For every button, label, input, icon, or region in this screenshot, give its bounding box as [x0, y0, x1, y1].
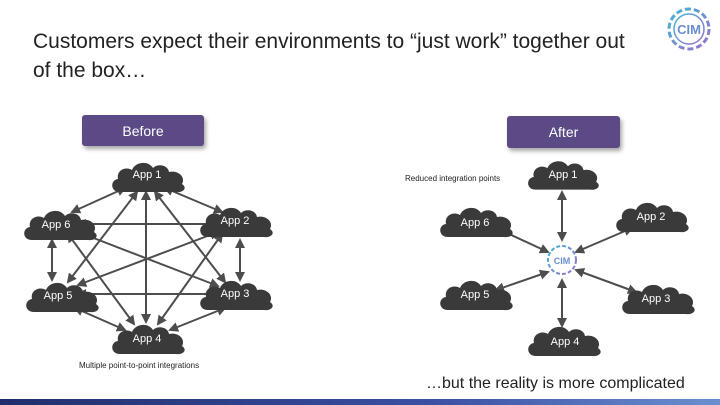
- after-app-6: App 6: [440, 207, 513, 238]
- after-caption: Reduced integration points: [405, 174, 501, 183]
- app-label: App 3: [642, 293, 671, 305]
- cim-logo-icon: CIM: [667, 7, 711, 51]
- app-label: App 5: [44, 290, 73, 302]
- app-label: App 1: [133, 169, 162, 181]
- before-caption: Multiple point-to-point integrations: [79, 361, 200, 370]
- before-app-2: App 2: [200, 207, 273, 238]
- before-app-1: App 1: [112, 162, 185, 193]
- app-label: App 1: [549, 169, 578, 181]
- arrow-hub-app2: [574, 226, 634, 254]
- logo-text: CIM: [677, 22, 701, 37]
- arrow-hub-app3: [574, 268, 638, 294]
- slide-title: Customers expect their environments to “…: [33, 30, 625, 82]
- app-label: App 5: [461, 289, 490, 301]
- arrow-app6-app4: [66, 232, 136, 326]
- after-app-3: App 3: [622, 284, 695, 315]
- before-app-3: App 3: [200, 280, 273, 311]
- app-label: App 3: [221, 288, 250, 300]
- app-label: App 6: [42, 219, 71, 231]
- app-label: App 4: [133, 333, 162, 345]
- before-header: Before: [82, 115, 204, 146]
- app-label: App 6: [461, 217, 490, 229]
- app-label: App 4: [551, 336, 580, 348]
- hub-label: CIM: [554, 256, 571, 266]
- after-app-5: App 5: [440, 280, 513, 311]
- arrow-app6-app1: [70, 186, 127, 214]
- arrow-hub-app5: [494, 269, 550, 293]
- arrow-app3-app4: [168, 306, 227, 332]
- app-label: App 2: [221, 215, 250, 227]
- app-label: App 2: [637, 211, 666, 223]
- before-app-6: App 6: [24, 210, 97, 241]
- before-app-4: App 4: [112, 324, 185, 355]
- after-app-2: App 2: [616, 202, 689, 233]
- tagline: …but the reality is more complicated: [426, 375, 685, 392]
- bottom-accent-bar: [0, 399, 720, 405]
- after-app-4: App 4: [528, 326, 601, 357]
- cim-hub-icon: CIM: [547, 245, 577, 275]
- before-mesh-arrows: [47, 186, 245, 332]
- before-app-5: App 5: [26, 282, 99, 313]
- arrow-app2-app4: [156, 232, 224, 326]
- after-header: After: [507, 116, 620, 148]
- after-app-1: App 1: [528, 161, 599, 190]
